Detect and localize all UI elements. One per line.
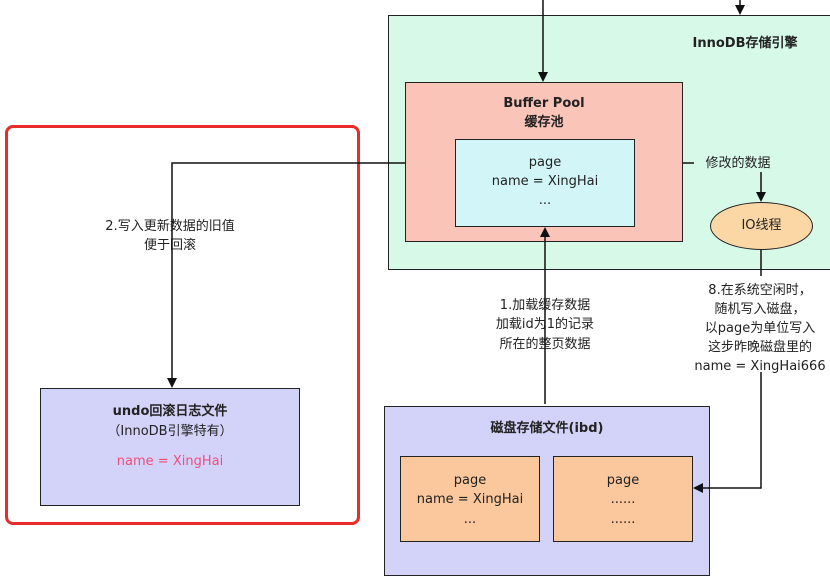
arrow-flush-to-disk [693, 372, 762, 493]
undo-box-subtitle: （InnoDB引擎特有） [107, 424, 233, 439]
buffer-pool-title: Buffer Pool [503, 96, 585, 111]
flush-note-line1: 8.在系统空闲时， [708, 283, 812, 298]
flush-note-line3: 以page为单位写入 [704, 321, 816, 336]
connector-layer [167, 0, 766, 493]
disk-title: 磁盘存储文件(ibd) [490, 421, 604, 436]
io-thread-label: IO线程 [741, 218, 782, 233]
buffer-page-ellipsis: ... [538, 193, 552, 208]
buffer-page-value: name = XingHai [491, 174, 599, 189]
buffer-pool-subtitle: 缓存池 [524, 115, 564, 130]
undo-box-value: name = XingHai [116, 454, 224, 469]
disk-page-2-value: ...... [610, 492, 636, 507]
innodb-title: InnoDB存储引擎 [692, 36, 798, 51]
flush-note-line5: name = XingHai666 [694, 359, 826, 374]
disk-page-2-ellipsis: ...... [610, 512, 636, 527]
undo-log-file-box [40, 388, 300, 506]
arrow-to-undo-log [167, 162, 405, 388]
undo-note-line1: 2.写入更新数据的旧值 [105, 219, 235, 234]
undo-note-line2: 便于回滚 [143, 238, 196, 253]
disk-page-2-label: page [606, 473, 640, 488]
io-thread-node [710, 202, 813, 250]
undo-box-title: undo回滚日志文件 [112, 404, 228, 419]
undo-highlight-frame [5, 125, 360, 525]
disk-page-1 [400, 456, 540, 542]
modified-data-label: 修改的数据 [705, 156, 771, 171]
buffer-pool-page [455, 139, 635, 227]
disk-page-1-ellipsis: ... [463, 512, 477, 527]
flush-note-line4: 这步昨晚磁盘里的 [707, 340, 812, 355]
buffer-page-label: page [528, 155, 562, 170]
disk-page-1-label: page [453, 473, 487, 488]
disk-page-1-value: name = XingHai [416, 492, 524, 507]
flush-note-line2: 随机写入磁盘， [714, 302, 806, 317]
disk-page-2 [553, 456, 693, 542]
